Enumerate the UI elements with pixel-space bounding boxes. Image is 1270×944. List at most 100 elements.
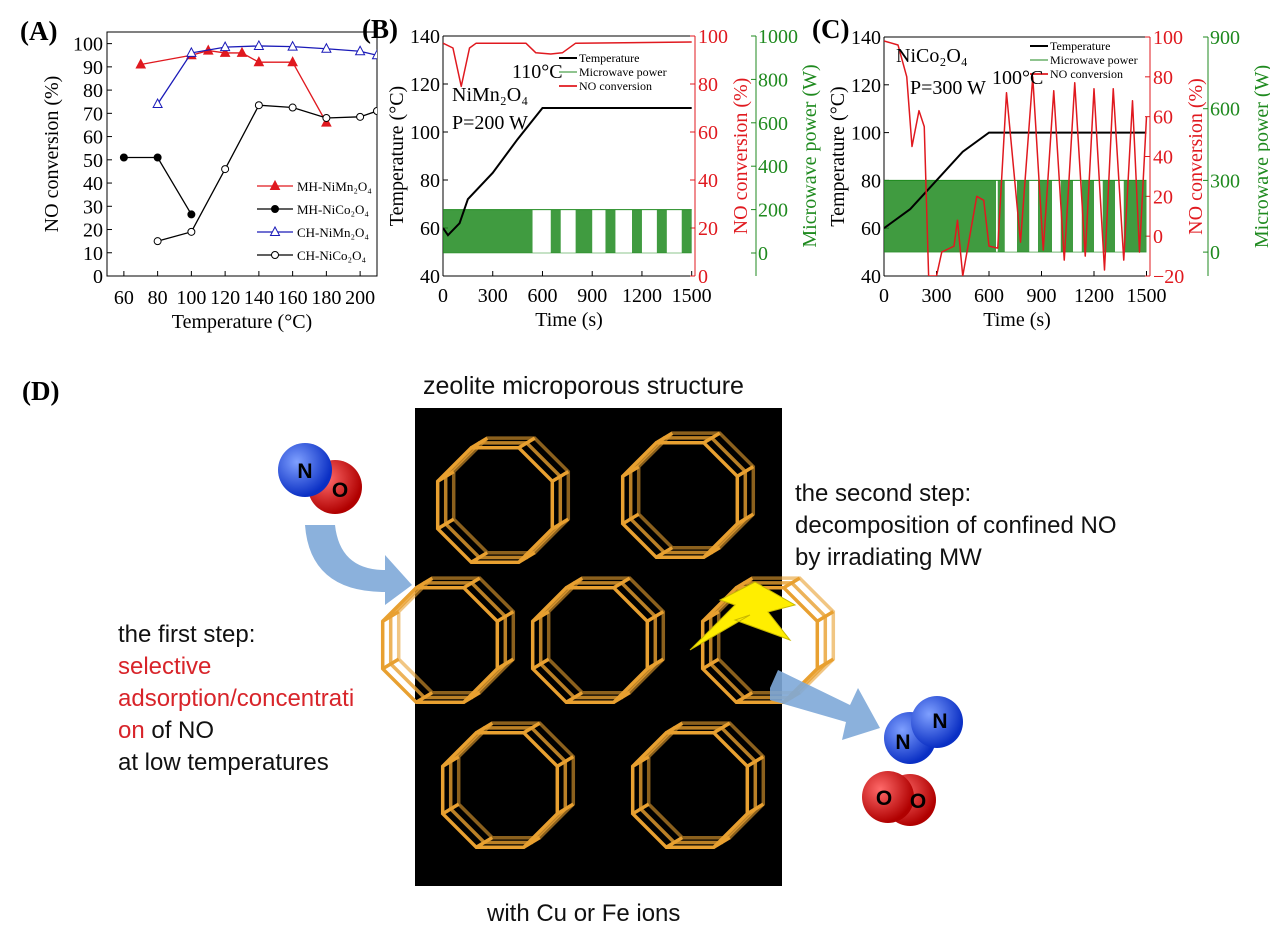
lattice-strut (436, 517, 455, 531)
lattice-strut (665, 836, 684, 849)
first-step-text: the first step: selective adsorption/con… (118, 619, 354, 779)
second-step-line-2: decomposition of confined NO (795, 512, 1117, 539)
lattice-strut (712, 836, 731, 849)
lattice-strut (470, 436, 489, 450)
y-right-tick-label: 40 (698, 170, 718, 192)
second-step-text: the second step: decomposition of confin… (795, 478, 1117, 574)
lattice-strut (531, 657, 550, 671)
x-tick-label: 0 (438, 285, 448, 307)
y-axis-label: NO conversion (%) (41, 76, 63, 233)
y-right2-tick-label: 900 (1210, 27, 1240, 49)
lattice-strut (565, 691, 584, 704)
y-tick-label: 40 (861, 266, 881, 288)
plot-area (443, 41, 692, 254)
diagram-caption: with Cu or Fe ions (487, 900, 681, 927)
lattice-strut (702, 546, 721, 559)
lattice-strut (475, 721, 494, 735)
power-on-block (443, 209, 533, 253)
y-tick-label: 80 (861, 170, 881, 192)
y-right-tick-label: 20 (1153, 186, 1173, 208)
y-right-tick-label: 0 (1153, 226, 1163, 248)
y-tick-label: 60 (420, 218, 440, 240)
lightning-icon (689, 581, 797, 651)
lattice-strut (381, 657, 400, 671)
y-tick-label: 20 (83, 220, 103, 242)
y-tick-label: 140 (851, 27, 881, 49)
y-tick-label: 140 (410, 26, 440, 48)
power-on-block (681, 209, 692, 253)
power-on-block (656, 209, 667, 253)
lattice-strut (746, 755, 765, 768)
lattice-strut (565, 576, 584, 590)
lattice-strut (816, 610, 835, 623)
y-tick-label: 90 (83, 57, 103, 79)
x-tick-label: 1500 (1127, 285, 1167, 307)
y-tick-label: 30 (83, 196, 103, 218)
lattice-ring (620, 440, 740, 560)
y-right2-tick-label: 600 (1210, 99, 1240, 121)
legend-entry: CH-NiCo₂O₄ (257, 248, 366, 263)
lattice-strut (646, 657, 665, 671)
lattice-strut (646, 610, 665, 623)
power-on-block (605, 209, 616, 253)
x-tick-label: 600 (974, 285, 1004, 307)
atom-label-o: O (876, 787, 892, 810)
legend-label: CH-NiMn₂O₄ (297, 225, 369, 240)
atom-label-o: O (332, 479, 348, 502)
y-tick-label: 120 (410, 74, 440, 96)
data-point (187, 210, 196, 219)
atom-label-n: N (297, 460, 312, 483)
y-tick-label: 100 (410, 122, 440, 144)
x-axis-label: Time (s) (983, 309, 1051, 331)
series-3 (153, 101, 377, 246)
x-tick-label: 80 (148, 287, 168, 309)
data-point (287, 56, 298, 67)
legend-entry: CH-NiMn₂O₄ (257, 225, 369, 240)
first-step-highlight-2: adsorption/concentrati (118, 685, 355, 712)
y-right-tick-label: 60 (698, 122, 718, 144)
y-axis-label: Temperature (°C) (827, 86, 849, 226)
plot-frame (106, 31, 378, 277)
series-1 (119, 153, 196, 219)
oxygen-atom (862, 771, 914, 823)
legend-label: Temperature (579, 51, 639, 65)
legend-label: Microwave power (579, 65, 667, 79)
lattice-strut (462, 576, 481, 590)
lattice-strut (522, 836, 541, 849)
y-right-tick-label: 100 (698, 26, 728, 48)
lattice-strut (631, 802, 650, 816)
legend-label: Microwave power (1050, 53, 1138, 67)
nitrogen-atom (911, 696, 963, 748)
x-tick-label: 160 (278, 287, 308, 309)
lattice-strut (522, 721, 541, 735)
x-tick-label: 1500 (672, 285, 712, 307)
legend-entry: NO conversion (1030, 67, 1123, 81)
lattice-strut (735, 691, 754, 704)
first-step-tail: of NO (144, 717, 215, 744)
legend-entry: Microwave power (1030, 53, 1138, 67)
lattice-strut (612, 576, 631, 590)
x-tick-label: 300 (922, 285, 952, 307)
lattice-strut (517, 436, 536, 450)
series-line (157, 104, 377, 242)
y-tick-label: 0 (93, 266, 103, 288)
y-right2-axis-label: Microwave power (W) (1251, 65, 1270, 248)
y-right2-tick-label: 0 (758, 243, 768, 265)
panel-label-d: (D) (22, 376, 60, 406)
data-point (153, 237, 162, 246)
lattice-strut (735, 576, 754, 590)
lattice-strut (381, 610, 400, 623)
power-on-block (575, 209, 593, 253)
annotation-power: P=300 W (910, 77, 986, 99)
y-right-tick-label: 20 (698, 218, 718, 240)
lattice-strut (470, 551, 489, 564)
x-tick-label: 200 (345, 287, 375, 309)
atom-label-n: N (932, 710, 947, 733)
annotation-temperature: 110°C (512, 61, 563, 83)
lattice-strut (746, 802, 765, 816)
x-tick-label: 300 (478, 285, 508, 307)
y-right-tick-label: 40 (1153, 147, 1173, 169)
atom-label-n: N (895, 731, 910, 754)
